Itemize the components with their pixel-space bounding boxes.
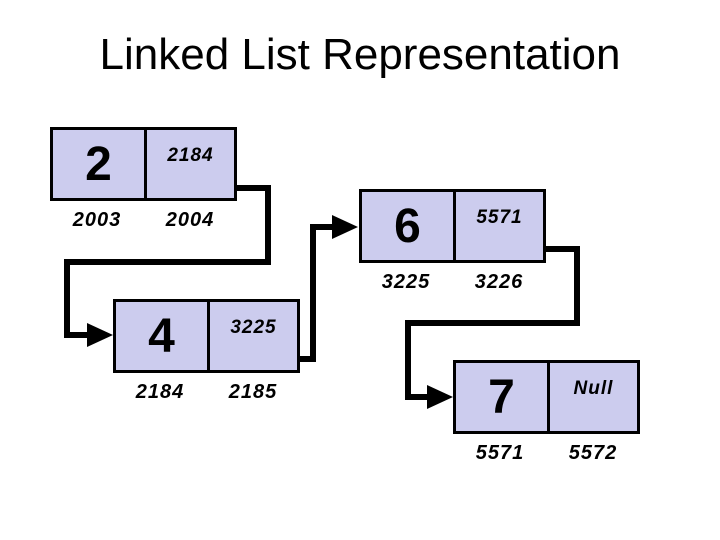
list-node-7: 7 Null 5571 5572	[453, 360, 640, 464]
node-address-value: 2184	[135, 381, 185, 403]
node-value: 4	[148, 309, 175, 363]
list-node-6: 6 5571 3225 3226	[359, 189, 546, 293]
node-box: 6 5571	[359, 189, 546, 263]
node-value: 6	[394, 199, 421, 253]
node-pointer-cell: Null	[550, 363, 637, 431]
node-pointer: 3225	[230, 317, 277, 338]
node-pointer: Null	[573, 378, 614, 399]
node-box: 2 2184	[50, 127, 237, 201]
node-value-cell: 2	[53, 130, 147, 198]
node-address-value: 3225	[381, 271, 431, 293]
node-pointer: 2184	[167, 145, 214, 166]
node-address-pointer: 2004	[165, 209, 215, 231]
node-address-pointer: 3226	[474, 271, 524, 293]
node-value-cell: 7	[456, 363, 550, 431]
node-value: 7	[488, 370, 515, 424]
node-box: 7 Null	[453, 360, 640, 434]
node-box: 4 3225	[113, 299, 300, 373]
node-pointer-cell: 5571	[456, 192, 543, 260]
page-title: Linked List Representation	[99, 30, 621, 79]
node-value-cell: 6	[362, 192, 456, 260]
node-address-pointer: 5572	[568, 442, 618, 464]
node-address-value: 2003	[72, 209, 122, 231]
node-value: 2	[85, 137, 112, 191]
node-value-cell: 4	[116, 302, 210, 370]
list-node-2: 2 2184 2003 2004	[50, 127, 237, 231]
node-pointer: 5571	[476, 207, 523, 228]
arrowhead-icon	[87, 323, 113, 347]
arrowhead-icon	[332, 215, 358, 239]
arrowhead-icon	[427, 385, 453, 409]
node-address-value: 5571	[475, 442, 525, 464]
node-pointer-cell: 3225	[210, 302, 297, 370]
node-address-pointer: 2185	[228, 381, 278, 403]
node-pointer-cell: 2184	[147, 130, 234, 198]
list-node-4: 4 3225 2184 2185	[113, 299, 300, 403]
